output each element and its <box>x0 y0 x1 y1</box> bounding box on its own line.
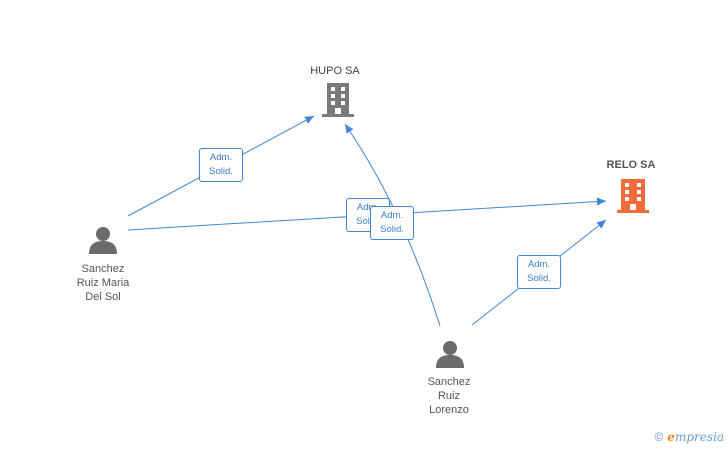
edge-label-line1: Adm. <box>356 202 380 213</box>
edge-label-lorenzo-relo[interactable]: Adm. Solid. <box>517 255 561 289</box>
hupo-label[interactable]: HUPO SA <box>310 65 360 77</box>
edge-label-line2: Solid. <box>527 273 551 284</box>
lorenzo-label[interactable]: Sanchez Ruiz Lorenzo <box>427 376 471 416</box>
edge-label-maria-hupo[interactable]: Adm. Solid. <box>199 148 243 182</box>
edge-label-line1: Adm. <box>380 210 404 221</box>
relo-building-icon[interactable] <box>617 179 649 213</box>
brand-initial: e <box>667 430 675 444</box>
hupo-building-icon[interactable] <box>322 83 354 117</box>
edge-label-line2: Solid. <box>209 166 233 177</box>
edge-label-line1: Adm. <box>209 152 233 163</box>
copyright-symbol: © <box>654 430 664 444</box>
person-icon-maria[interactable] <box>89 227 117 254</box>
edge-label-line2: Solid. <box>380 224 404 235</box>
edge-label-line1: Adm. <box>527 259 551 270</box>
edge-label-line2: Solid. <box>356 216 380 227</box>
brand-logo: ©empresia <box>654 430 724 444</box>
relo-label[interactable]: RELO SA <box>606 159 656 171</box>
brand-name: mpresia <box>674 430 724 444</box>
person-icon-lorenzo[interactable] <box>436 341 464 368</box>
edge-label-lorenzo-hupo[interactable]: Adm. Solid. <box>370 206 414 240</box>
maria-label[interactable]: Sanchez Ruiz Maria Del Sol <box>76 263 130 303</box>
